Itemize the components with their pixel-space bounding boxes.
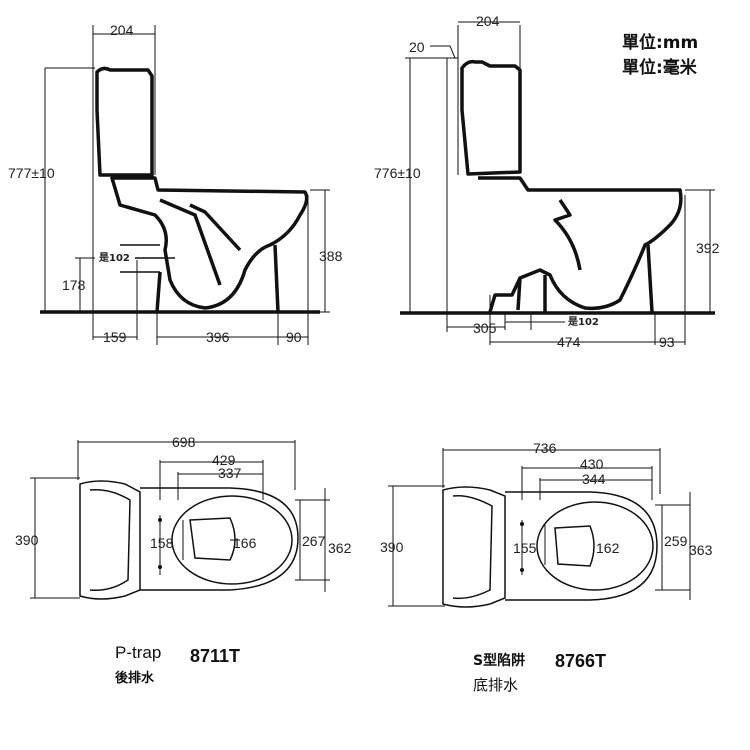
outlet-pipe [120,244,175,273]
dim-tank-depth: 204 [110,22,134,38]
tank-top [442,486,506,608]
dim-outlet-dia: 是102 [98,252,130,264]
dim-rim-height: 388 [319,248,343,264]
dim-rear-offset: 159 [103,329,127,345]
units-cn: 單位:毫米 [622,58,697,78]
units-mm: 單位:mm [622,33,699,53]
units-label: 單位:mm 單位:毫米 [622,28,698,78]
bowl-top [140,487,299,591]
dim-hole-spacing: 158 [150,535,174,551]
dim-seat-opening: 162 [596,540,620,556]
dim-overall-bowl-width: 363 [689,542,713,558]
dim-bowl-width: 267 [302,533,326,549]
trapway [553,199,582,271]
dim-outlet-height: 178 [62,277,86,293]
s-trap-type-label: S型陷阱 [473,653,526,669]
bowl-outline [478,176,683,313]
dim-gap: 20 [409,39,425,55]
dim-width: 390 [380,539,404,555]
p-trap-side-view: 204 777±10 178 是102 388 159 396 90 [8,22,343,345]
s-trap-top-view: 736 430 344 390 155 162 259 363 [380,440,713,608]
bowl-top [505,491,658,601]
dim-height: 776±10 [374,165,421,181]
tank-outline [95,66,154,177]
dim-bowl-length: 429 [212,452,236,468]
s-trap-model-number: 8766T [555,651,607,671]
dim-base-length: 396 [206,329,230,345]
p-trap-model-number: 8711T [190,646,241,666]
dim-bowl-length: 430 [580,456,604,472]
seat-opening [189,517,236,561]
s-trap-side-view: 204 20 776±10 392 是102 305 474 93 [374,13,720,350]
seat-outline [171,495,293,585]
dim-front-overhang: 90 [286,329,302,345]
p-trap-type-label: P-trap [115,643,162,662]
dim-tank-depth: 204 [476,13,500,29]
trapway [159,198,242,286]
dim-total-length: 736 [533,440,557,456]
p-trap-type-label-cn: 後排水 [115,671,155,686]
dim-rough-in: 305 [473,320,497,336]
dim-outlet-dia: 是102 [567,316,599,328]
bowl-outline [110,176,309,310]
seat-outline [536,501,654,591]
dim-hole-spacing: 155 [513,540,537,556]
dim-seat-length: 337 [218,465,242,481]
dim-overall-bowl-width: 362 [328,540,352,556]
base-legs [155,244,280,313]
p-trap-top-view: 698 429 337 390 158 166 267 362 [15,434,352,600]
dim-rim-height: 392 [696,240,720,256]
seat-opening [554,525,595,567]
tank-outline [460,59,522,176]
base-legs [543,244,654,313]
s-trap-type-label-cn: 底排水 [473,676,519,694]
dim-total-length: 698 [172,434,196,450]
dim-width: 390 [15,532,39,548]
tank-top [79,480,141,600]
dim-height: 777±10 [8,165,55,181]
dim-seat-opening: 166 [233,535,257,551]
dim-seat-length: 344 [582,471,606,487]
dim-bowl-width: 259 [664,533,688,549]
dim-front-overhang: 93 [659,334,675,350]
dim-base-length: 474 [557,334,581,350]
